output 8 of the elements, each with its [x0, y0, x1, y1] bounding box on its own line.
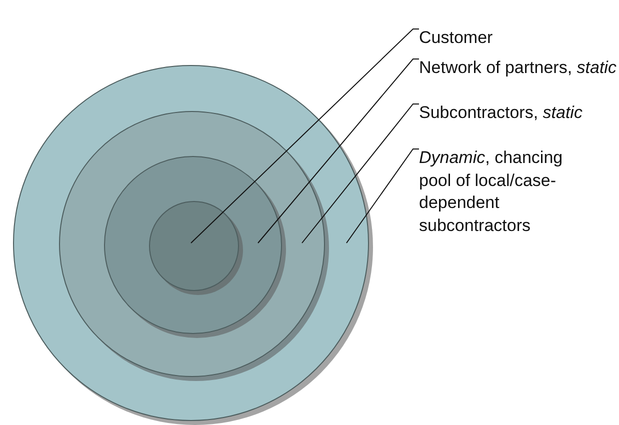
leader-line [258, 58, 420, 244]
callout-text: Customer [419, 27, 609, 50]
callout-text: Subcontractors, static [419, 102, 609, 124]
leader-line [346, 148, 420, 244]
callout-text: Network of partners, static [419, 57, 617, 80]
callout-text: Dynamic, chancing pool of local/case-dependent subcontractors [419, 147, 591, 237]
leader-line [302, 104, 420, 244]
leader-line [190, 28, 420, 244]
